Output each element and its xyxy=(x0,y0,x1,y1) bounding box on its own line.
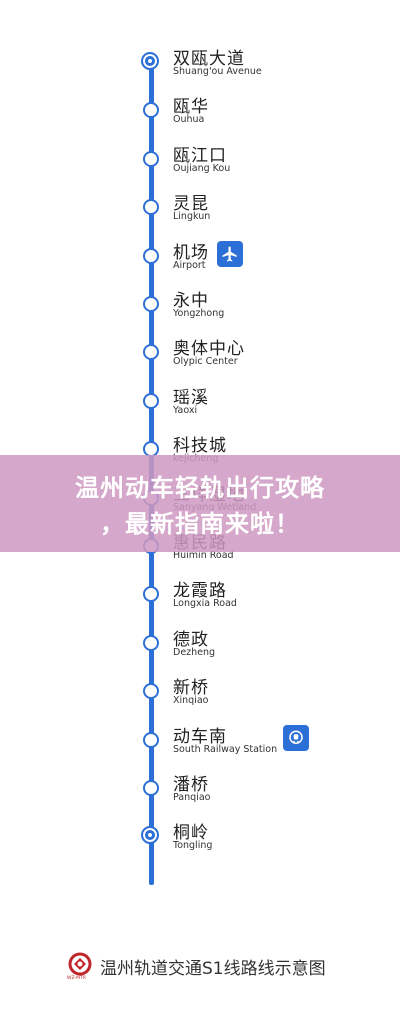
station-marker xyxy=(143,199,159,215)
station-marker xyxy=(143,344,159,360)
station-name-zh: 双瓯大道 xyxy=(173,49,245,69)
station-marker xyxy=(143,151,159,167)
station-marker xyxy=(143,296,159,312)
station-name-en: Ouhua xyxy=(173,114,205,125)
headline-banner xyxy=(0,455,400,552)
station-name-zh: 机场 xyxy=(173,243,209,263)
station-name-zh: 动车南 xyxy=(173,727,227,747)
station-name-en: Panqiao xyxy=(173,792,211,803)
wenzhou-rail-logo-icon xyxy=(68,952,92,976)
station-name-en: Tongling xyxy=(173,840,213,851)
station-name-zh: 德政 xyxy=(173,630,209,650)
station-marker xyxy=(143,732,159,748)
station-name-en: Xinqiao xyxy=(173,695,209,706)
station-name-zh: 瓯华 xyxy=(173,97,209,117)
station-name-en: Oujiang Kou xyxy=(173,163,231,174)
map-footer: WZ-MTR 温州轨道交通S1线路线示意图 xyxy=(0,940,400,990)
footer-title: 温州轨道交通S1线路线示意图 xyxy=(100,959,326,979)
station-marker xyxy=(143,635,159,651)
station-name-en: Olypic Center xyxy=(173,356,238,367)
station-name-en: South Railway Station xyxy=(173,744,278,755)
station-marker xyxy=(143,248,159,264)
station-name-zh: 潘桥 xyxy=(173,775,209,795)
headline: 温州动车轻轨出行攻略 ，最新指南来啦！ xyxy=(0,470,400,542)
station-name-zh: 龙霞路 xyxy=(173,581,227,601)
station-name-zh: 桐岭 xyxy=(173,823,209,843)
terminal-station-marker xyxy=(141,826,159,844)
station-name-zh: 新桥 xyxy=(173,678,209,698)
station-name-zh: 灵昆 xyxy=(173,194,209,214)
station-name-en: Yongzhong xyxy=(173,308,225,319)
station-name-zh: 奥体中心 xyxy=(173,339,245,359)
station-name-zh: 瓯江口 xyxy=(173,146,227,166)
railway-station-icon xyxy=(283,725,309,751)
station-marker xyxy=(143,393,159,409)
station-name-en: Yaoxi xyxy=(173,405,198,416)
station-name-en: Dezheng xyxy=(173,647,216,658)
station-marker xyxy=(143,102,159,118)
headline-line-2: ，最新指南来啦！ xyxy=(100,510,300,538)
station-name-en: Longxia Road xyxy=(173,598,237,609)
station-marker xyxy=(143,780,159,796)
station-name-zh: 永中 xyxy=(173,291,209,311)
logo-text: WZ-MTR xyxy=(67,976,86,981)
station-name-en: Lingkun xyxy=(173,211,211,222)
station-marker xyxy=(143,586,159,602)
station-marker xyxy=(143,683,159,699)
station-name-zh: 瑶溪 xyxy=(173,388,209,408)
station-name-en: Huimin Road xyxy=(173,550,234,561)
station-name-zh: 科技城 xyxy=(173,436,227,456)
station-name-en: Shuang'ou Avenue xyxy=(173,66,262,77)
terminal-station-marker xyxy=(141,52,159,70)
airplane-icon xyxy=(217,241,243,267)
headline-line-1: 温州动车轻轨出行攻略 xyxy=(75,474,325,502)
station-8: 科技城kejicheng xyxy=(0,436,400,464)
station-name-en: Airport xyxy=(173,260,206,271)
